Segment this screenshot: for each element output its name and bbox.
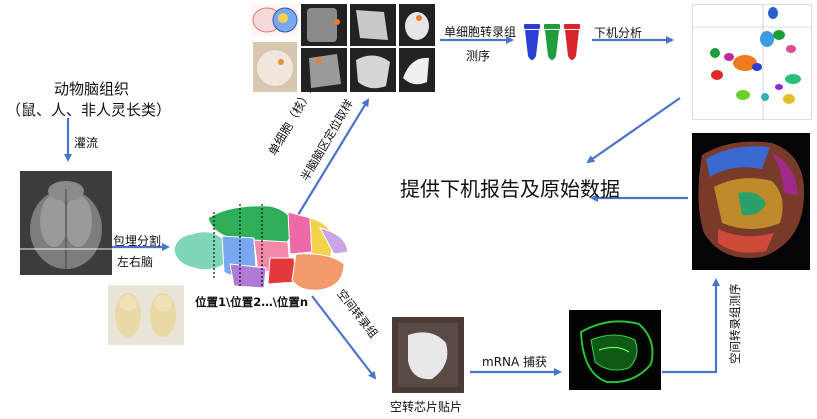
tube-blue-icon [524,24,540,60]
source-title-line2: （鼠、人、非人灵长类） [6,101,172,119]
mrna-capture-image [569,310,661,390]
sc-seq-label-line1: 单细胞转录组 [444,25,517,39]
umap-plot [692,4,812,120]
spatial-seq-label: 空间转录组测序 [728,283,742,365]
mrna-label: mRNA 捕获 [482,355,548,369]
brain-halves-photo [108,285,184,345]
dissection-panel-3 [399,4,435,46]
embed-label-line1: 包埋分割 [113,234,162,248]
arrow-spatial-branch [311,295,377,380]
downstream-label: 下机分析 [594,26,643,40]
chip-photo [392,317,464,393]
dissection-panel-2 [350,4,396,46]
dissection-panel-1 [301,4,347,46]
dissection-panel-5 [350,48,396,92]
sequencing-tubes [520,22,584,66]
dissection-panel-4 [301,48,347,92]
chip-label: 空转芯片贴片 [390,400,463,414]
atlas-thumbnail [251,4,298,36]
mri-brain-image [20,171,112,275]
arrow-sc-branch [297,98,370,216]
arrow-analysis-report [586,97,681,164]
tube-green-icon [544,24,560,60]
perfusion-label: 灌流 [74,136,99,150]
spatial-transcriptome-map [692,133,810,270]
tube-red-icon [564,24,580,60]
dissection-panel-6 [399,48,435,92]
hemisphere-photo [253,42,297,92]
embed-label-line2: 左右脑 [117,255,154,269]
positions-label: 位置1\位置2…\位置n [195,295,309,309]
brain-atlas-diagram [170,198,352,293]
source-title-line1: 动物脑组织 [54,80,130,98]
report-label: 提供下机报告及原始数据 [400,177,620,201]
sc-seq-label-line2: 测序 [466,49,491,63]
arrow-spatial-seq [662,278,720,374]
